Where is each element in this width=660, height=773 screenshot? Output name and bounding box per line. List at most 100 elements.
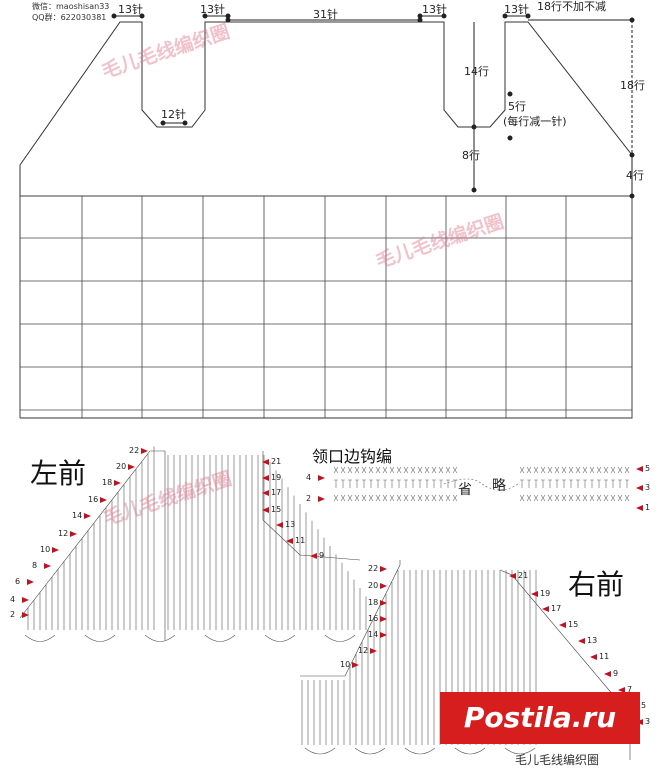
left-front-row-18: 18 xyxy=(102,478,113,487)
dc-stitch xyxy=(569,479,573,488)
row-arrow-icon xyxy=(128,464,135,470)
shell-stitch xyxy=(24,634,56,642)
sc-stitch xyxy=(403,466,409,474)
dc-stitch xyxy=(390,479,394,488)
left-front-row-12: 12 xyxy=(58,529,69,538)
shell-stitch xyxy=(404,747,436,755)
dc-stitch xyxy=(583,479,587,488)
left-front-chart xyxy=(19,446,367,642)
omit-b: 略 xyxy=(492,478,506,494)
sc-stitch xyxy=(582,466,588,474)
sc-stitch xyxy=(438,466,444,474)
wechat-label: 微信：maoshisan33 xyxy=(32,2,110,11)
sc-stitch xyxy=(375,494,381,502)
left-front-row-17: 17 xyxy=(271,488,282,497)
sc-stitch xyxy=(431,466,437,474)
sc-stitch xyxy=(361,494,367,502)
rows-8-label: 8行 xyxy=(462,149,480,162)
sc-stitch xyxy=(533,466,539,474)
dc-stitch xyxy=(618,479,622,488)
dc-stitch xyxy=(341,479,345,488)
right-front-row-10: 10 xyxy=(340,660,351,669)
sc-stitch xyxy=(354,466,360,474)
sc-stitch xyxy=(561,466,567,474)
sc-stitch xyxy=(582,494,588,502)
sc-stitch xyxy=(431,494,437,502)
dc-stitch xyxy=(334,479,338,488)
sc-stitch xyxy=(347,494,353,502)
row-arrow-icon xyxy=(380,632,387,638)
row-arrow-icon xyxy=(318,475,325,481)
dc-stitch xyxy=(576,479,580,488)
sc-stitch xyxy=(554,494,560,502)
sc-stitch xyxy=(596,494,602,502)
dc-stitch xyxy=(362,479,366,488)
dc-stitch xyxy=(597,479,601,488)
omit-a: 省 xyxy=(458,482,472,498)
dc-stitch xyxy=(411,479,415,488)
sc-stitch xyxy=(617,494,623,502)
right-front-row-14: 14 xyxy=(368,630,379,639)
sc-stitch xyxy=(354,494,360,502)
sc-stitch xyxy=(347,466,353,474)
sc-stitch xyxy=(445,466,451,474)
left-front-row-19: 19 xyxy=(271,473,282,482)
sc-stitch xyxy=(547,494,553,502)
row-arrow-icon xyxy=(114,480,121,486)
shell-stitch xyxy=(144,634,176,642)
dc-stitch xyxy=(555,479,559,488)
row-arrow-icon xyxy=(531,591,538,597)
left-front-row-10: 10 xyxy=(40,545,51,554)
right-front-row-20: 20 xyxy=(368,581,379,590)
right-front-row-19: 19 xyxy=(540,589,551,598)
sc-stitch xyxy=(575,494,581,502)
sc-stitch xyxy=(445,494,451,502)
row-arrow-icon xyxy=(22,597,29,603)
shell-stitch xyxy=(304,747,336,755)
row-arrow-icon xyxy=(262,459,269,465)
neck-edging-chart xyxy=(333,466,630,502)
sc-stitch xyxy=(540,494,546,502)
left-front-row-21: 21 xyxy=(271,457,282,466)
row-arrow-icon xyxy=(286,538,293,544)
sc-stitch xyxy=(533,494,539,502)
left-front-row-14: 14 xyxy=(72,511,83,520)
shell-stitch xyxy=(324,634,356,642)
row-arrow-icon xyxy=(636,485,643,491)
sc-stitch xyxy=(589,494,595,502)
dc-stitch xyxy=(611,479,615,488)
sc-stitch xyxy=(547,466,553,474)
row-arrow-icon xyxy=(44,563,51,569)
sc-stitch xyxy=(389,494,395,502)
right-front-row-15: 15 xyxy=(568,620,579,629)
shell-stitch xyxy=(264,634,296,642)
right-front-row-9: 9 xyxy=(613,669,619,678)
right-front-row-3: 3 xyxy=(645,717,651,726)
shell-stitch xyxy=(84,634,116,642)
dc-stitch xyxy=(355,479,359,488)
shell-stitch xyxy=(354,747,386,755)
sc-stitch xyxy=(424,466,430,474)
sc-stitch xyxy=(568,466,574,474)
dc-stitch xyxy=(369,479,373,488)
row-arrow-icon xyxy=(542,606,549,612)
sc-stitch xyxy=(417,494,423,502)
sc-stitch xyxy=(610,466,616,474)
dc-stitch xyxy=(404,479,408,488)
dc-stitch xyxy=(348,479,352,488)
left-front-row-9: 9 xyxy=(319,551,325,560)
right-front-row-22: 22 xyxy=(368,564,379,573)
sc-stitch xyxy=(389,466,395,474)
sc-stitch xyxy=(340,466,346,474)
left-front-row-16: 16 xyxy=(88,495,99,504)
sc-stitch xyxy=(361,466,367,474)
left-front-title: 左前 xyxy=(30,457,87,490)
shell-stitch xyxy=(504,747,536,755)
qq-label: QQ群：622030381 xyxy=(32,13,107,22)
sc-stitch xyxy=(333,494,339,502)
shell-stitch xyxy=(204,634,236,642)
right-front-row-17: 17 xyxy=(551,604,562,613)
row-arrow-icon xyxy=(604,671,611,677)
sc-stitch xyxy=(575,466,581,474)
sc-stitch xyxy=(589,466,595,474)
